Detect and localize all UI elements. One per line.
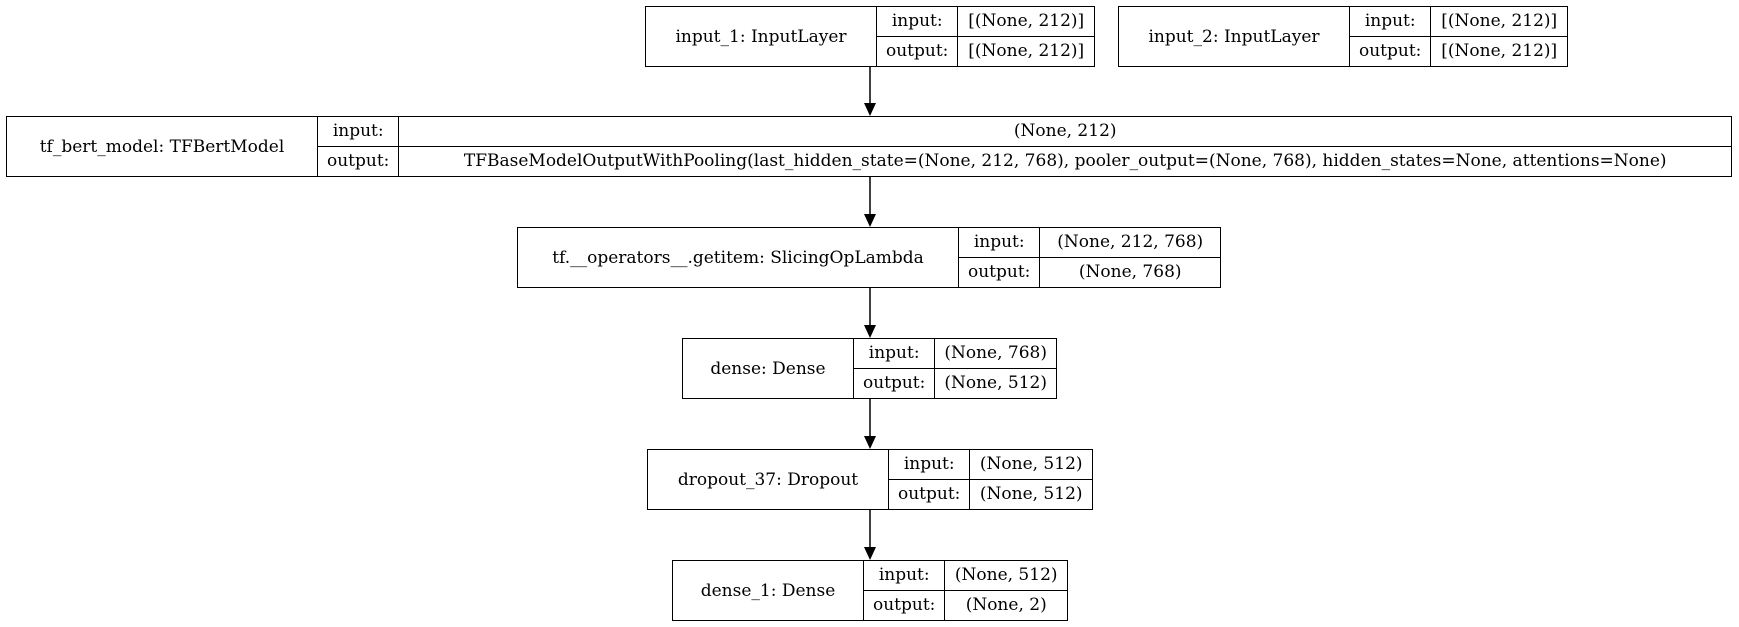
arrowhead-icon bbox=[864, 436, 876, 449]
layer-io-table: input: (None, 512) output: (None, 512) bbox=[889, 450, 1092, 509]
layer-node-dense-1: dense_1: Dense input: (None, 512) output… bbox=[672, 560, 1068, 621]
output-shape: (None, 512) bbox=[944, 373, 1047, 394]
layer-node-getitem: tf.__operators__.getitem: SlicingOpLambd… bbox=[517, 227, 1221, 288]
arrowhead-icon bbox=[864, 547, 876, 560]
layer-name: dropout_37: Dropout bbox=[648, 450, 889, 509]
output-shape: [(None, 212)] bbox=[968, 41, 1085, 62]
input-label: input: bbox=[853, 339, 936, 369]
input-shape: [(None, 212)] bbox=[958, 7, 1094, 37]
output-label: output: bbox=[318, 146, 400, 176]
layer-io-table: input: [(None, 212)] output: [(None, 212… bbox=[877, 7, 1094, 66]
input-label: input: bbox=[318, 117, 400, 147]
layer-name: input_1: InputLayer bbox=[646, 7, 877, 66]
layer-io-table: input: (None, 212, 768) output: (None, 7… bbox=[959, 228, 1220, 287]
layer-io-table: input: (None, 212) output: TFBaseModelOu… bbox=[318, 117, 1731, 176]
layer-name: dense_1: Dense bbox=[673, 561, 864, 620]
input-shape: (None, 768) bbox=[935, 339, 1056, 369]
output-shape: [(None, 212)] bbox=[1441, 41, 1558, 62]
input-shape: (None, 512) bbox=[945, 561, 1067, 591]
input-label: input: bbox=[889, 450, 971, 480]
layer-node-input-2: input_2: InputLayer input: [(None, 212)]… bbox=[1118, 6, 1568, 67]
layer-node-dropout-37: dropout_37: Dropout input: (None, 512) o… bbox=[647, 449, 1093, 510]
output-shape: (None, 768) bbox=[1078, 262, 1182, 283]
layer-node-tf-bert-model: tf_bert_model: TFBertModel input: (None,… bbox=[6, 116, 1732, 177]
layer-name: dense: Dense bbox=[683, 339, 854, 398]
output-shape: (None, 512) bbox=[979, 484, 1083, 505]
input-label: input: bbox=[877, 7, 959, 37]
layer-name: tf.__operators__.getitem: SlicingOpLambd… bbox=[518, 228, 959, 287]
output-label: output: bbox=[1350, 36, 1432, 66]
output-label: output: bbox=[877, 36, 959, 66]
output-label: output: bbox=[864, 590, 946, 620]
layer-io-table: input: [(None, 212)] output: [(None, 212… bbox=[1350, 7, 1567, 66]
layer-node-input-1: input_1: InputLayer input: [(None, 212)]… bbox=[645, 6, 1095, 67]
arrowhead-icon bbox=[864, 325, 876, 338]
layer-name: input_2: InputLayer bbox=[1119, 7, 1350, 66]
input-shape: (None, 212, 768) bbox=[1040, 228, 1220, 258]
input-shape: (None, 212) bbox=[399, 117, 1731, 147]
output-shape: (None, 2) bbox=[965, 595, 1047, 616]
layer-io-table: input: (None, 768) output: (None, 512) bbox=[853, 339, 1056, 398]
arrowhead-icon bbox=[864, 214, 876, 227]
arrowhead-icon bbox=[864, 103, 876, 116]
output-shape: TFBaseModelOutputWithPooling(last_hidden… bbox=[463, 151, 1667, 172]
output-label: output: bbox=[854, 368, 936, 398]
layer-io-table: input: (None, 512) output: (None, 2) bbox=[864, 561, 1067, 620]
layer-name: tf_bert_model: TFBertModel bbox=[7, 117, 318, 176]
output-label: output: bbox=[959, 257, 1041, 287]
input-label: input: bbox=[864, 561, 946, 591]
input-label: input: bbox=[1350, 7, 1432, 37]
layer-node-dense: dense: Dense input: (None, 768) output: … bbox=[682, 338, 1057, 399]
input-shape: [(None, 212)] bbox=[1431, 7, 1567, 37]
input-label: input: bbox=[959, 228, 1041, 258]
input-shape: (None, 512) bbox=[970, 450, 1092, 480]
output-label: output: bbox=[889, 479, 971, 509]
